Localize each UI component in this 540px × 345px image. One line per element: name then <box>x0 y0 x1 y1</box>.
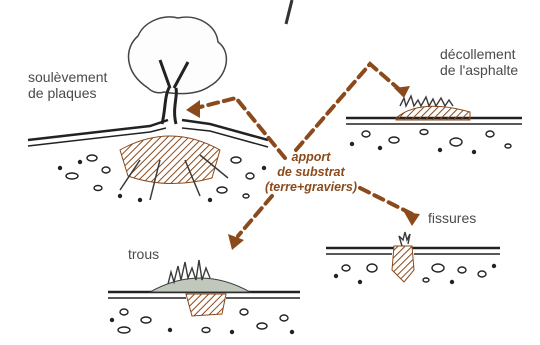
label-uplift-line2: de plaques <box>28 85 107 101</box>
label-uplift: soulèvement de plaques <box>28 69 107 101</box>
top-stroke <box>286 0 292 24</box>
arrow-to-peeling <box>296 64 400 150</box>
label-peeling-line2: de l'asphalte <box>440 62 518 78</box>
hole-soil <box>186 294 226 316</box>
crack-soil <box>392 246 414 282</box>
label-peeling: décollement de l'asphalte <box>440 46 518 78</box>
scene-uplift <box>28 17 268 202</box>
arrowhead-cracks <box>404 212 420 226</box>
scene-cracks <box>326 232 500 284</box>
arrowhead-holes <box>228 234 244 250</box>
label-uplift-line1: soulèvement <box>28 69 107 85</box>
uplift-slab-left <box>28 120 168 140</box>
arrow-to-holes <box>238 196 272 236</box>
scene-holes <box>108 260 300 334</box>
scene-peeling <box>346 96 522 154</box>
peeling-soil <box>396 106 470 120</box>
label-peeling-line1: décollement <box>440 46 518 62</box>
label-substrate-line3: (terre+graviers) <box>246 180 376 195</box>
label-holes: trous <box>128 246 159 262</box>
label-substrate-line2: de substrat <box>246 165 376 180</box>
label-substrate: apport de substrat (terre+graviers) <box>246 150 376 195</box>
label-cracks: fissures <box>428 210 476 226</box>
arrowhead-peeling <box>394 86 410 98</box>
arrowhead-uplift <box>186 100 200 118</box>
label-substrate-line1: apport <box>246 150 376 165</box>
